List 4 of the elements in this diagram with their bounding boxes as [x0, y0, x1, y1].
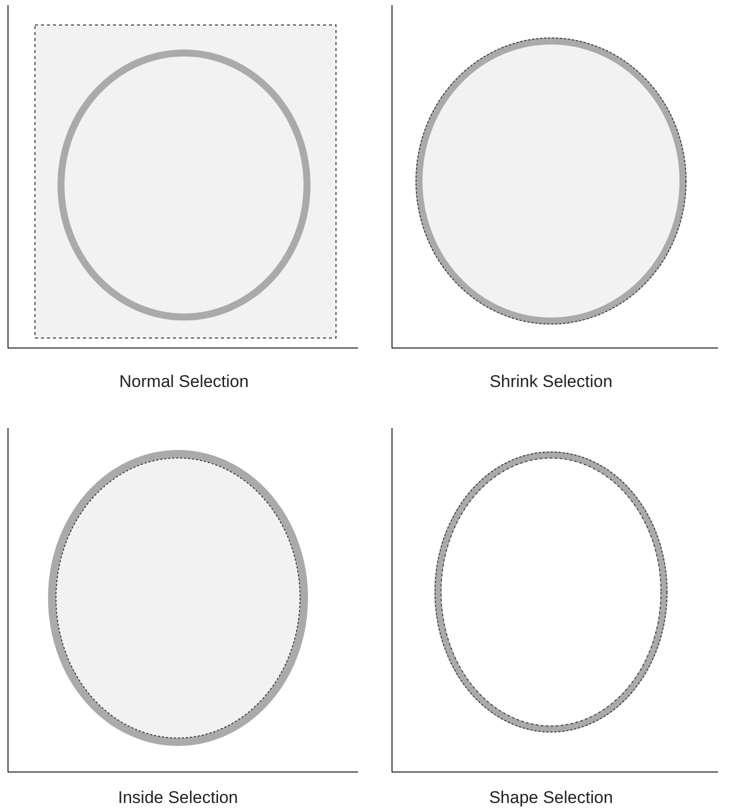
- caption: Shrink Selection: [490, 372, 612, 392]
- caption: Shape Selection: [489, 788, 613, 808]
- caption: Inside Selection: [118, 788, 238, 808]
- caption: Normal Selection: [119, 372, 249, 392]
